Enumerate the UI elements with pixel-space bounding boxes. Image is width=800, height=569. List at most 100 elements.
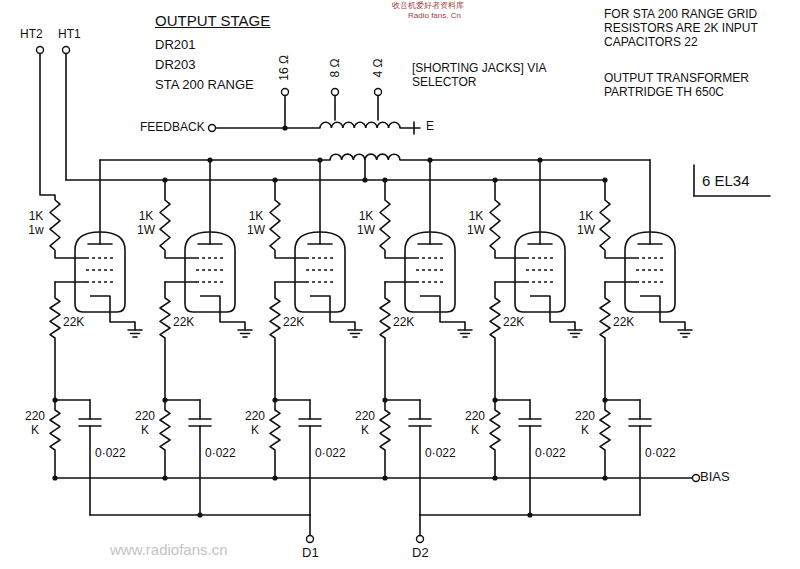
ground-symbol bbox=[683, 336, 687, 338]
part-value: 1K 1W bbox=[355, 210, 377, 238]
wire bbox=[164, 450, 166, 478]
wire bbox=[55, 250, 86, 258]
ground-symbol bbox=[573, 336, 577, 338]
tube-grid bbox=[306, 269, 334, 270]
wire bbox=[274, 282, 276, 298]
part-value: 220 K bbox=[132, 410, 158, 438]
resistor-symbol bbox=[50, 298, 60, 338]
part-value: 22K bbox=[613, 316, 634, 330]
wire bbox=[384, 282, 386, 298]
earth-symbol bbox=[413, 122, 415, 134]
ground-symbol bbox=[128, 329, 142, 331]
wire bbox=[216, 127, 320, 129]
signal-label: BIAS bbox=[700, 470, 730, 485]
signal-label: FEEDBACK bbox=[140, 121, 205, 135]
note: [SHORTING JACKS] VIA SELECTOR bbox=[412, 62, 552, 90]
wire bbox=[165, 399, 200, 401]
ground-symbol bbox=[134, 322, 136, 330]
junction-dot bbox=[317, 157, 322, 162]
resistor-symbol bbox=[270, 200, 280, 250]
junction-dot bbox=[207, 157, 212, 162]
tube-cathode bbox=[420, 296, 465, 322]
capacitor-symbol bbox=[79, 418, 101, 420]
label: DR203 bbox=[155, 58, 195, 73]
wire bbox=[495, 250, 526, 258]
ground-symbol bbox=[351, 333, 360, 335]
part-value: 22K bbox=[63, 316, 84, 330]
wire bbox=[419, 400, 421, 419]
wire bbox=[605, 399, 640, 401]
watermark: www.radiofans.cn bbox=[110, 541, 228, 558]
wire bbox=[66, 179, 605, 181]
wire bbox=[604, 180, 606, 200]
wire bbox=[209, 160, 211, 244]
wire bbox=[334, 96, 336, 120]
tap-label: 4 Ω bbox=[371, 59, 385, 78]
part-value: 220 K bbox=[462, 410, 488, 438]
resistor-symbol bbox=[160, 298, 170, 338]
ground-symbol bbox=[244, 322, 246, 330]
ground-symbol bbox=[353, 336, 357, 338]
wire bbox=[419, 426, 421, 515]
part-value: 1K 1w bbox=[25, 210, 47, 238]
tube-grid bbox=[196, 281, 224, 282]
junction-dot bbox=[427, 157, 432, 162]
junction-dot bbox=[602, 177, 607, 182]
ground-symbol bbox=[458, 329, 472, 331]
tube-cathode bbox=[310, 296, 355, 322]
part-value: 22K bbox=[173, 316, 194, 330]
ground-symbol bbox=[678, 329, 692, 331]
transformer-winding bbox=[320, 122, 400, 128]
part-value: 22K bbox=[503, 316, 524, 330]
tube-grid bbox=[306, 281, 334, 282]
bracket bbox=[694, 195, 770, 197]
ground-symbol bbox=[571, 333, 580, 335]
wire bbox=[55, 399, 90, 401]
resistor-symbol bbox=[380, 410, 390, 450]
part-value: 0·022 bbox=[95, 447, 126, 461]
wire bbox=[385, 250, 416, 258]
junction-dot bbox=[162, 177, 167, 182]
resistor-symbol bbox=[600, 200, 610, 250]
wire bbox=[539, 160, 541, 244]
part-value: 220 K bbox=[352, 410, 378, 438]
part-value: 22K bbox=[393, 316, 414, 330]
part-value: 1K 1W bbox=[575, 210, 597, 238]
label: DR201 bbox=[155, 38, 195, 53]
wire bbox=[54, 282, 56, 298]
part-value: 0·022 bbox=[315, 447, 346, 461]
ground-symbol bbox=[133, 336, 137, 338]
terminal-label: E bbox=[426, 120, 434, 134]
wire bbox=[529, 400, 531, 419]
wire bbox=[65, 54, 67, 180]
part-value: 220 K bbox=[572, 410, 598, 438]
junction-dot bbox=[282, 125, 287, 130]
junction-dot bbox=[382, 177, 387, 182]
terminal bbox=[307, 536, 314, 543]
note: FOR STA 200 RANGE GRID RESISTORS ARE 2K … bbox=[604, 8, 794, 49]
wire bbox=[199, 400, 201, 419]
ground-symbol bbox=[131, 333, 140, 335]
ground-symbol bbox=[463, 336, 467, 338]
wire bbox=[384, 450, 386, 478]
part-value: 1K 1W bbox=[465, 210, 487, 238]
tube-cathode bbox=[530, 296, 575, 322]
wire bbox=[495, 281, 526, 283]
ground-symbol bbox=[568, 329, 582, 331]
part-value: 1K 1W bbox=[245, 210, 267, 238]
wire bbox=[165, 250, 196, 258]
terminal bbox=[375, 89, 382, 96]
wire bbox=[494, 282, 496, 298]
wire bbox=[309, 400, 311, 419]
terminal bbox=[37, 47, 44, 54]
resistor-symbol bbox=[50, 200, 60, 250]
wire bbox=[275, 399, 310, 401]
wire bbox=[494, 450, 496, 478]
wire bbox=[319, 160, 321, 244]
ground-symbol bbox=[238, 329, 252, 331]
part-value: 0·022 bbox=[205, 447, 236, 461]
part-value: 0·022 bbox=[645, 447, 676, 461]
watermark: 收音机爱好者资料库 bbox=[392, 1, 464, 10]
terminal bbox=[332, 89, 339, 96]
